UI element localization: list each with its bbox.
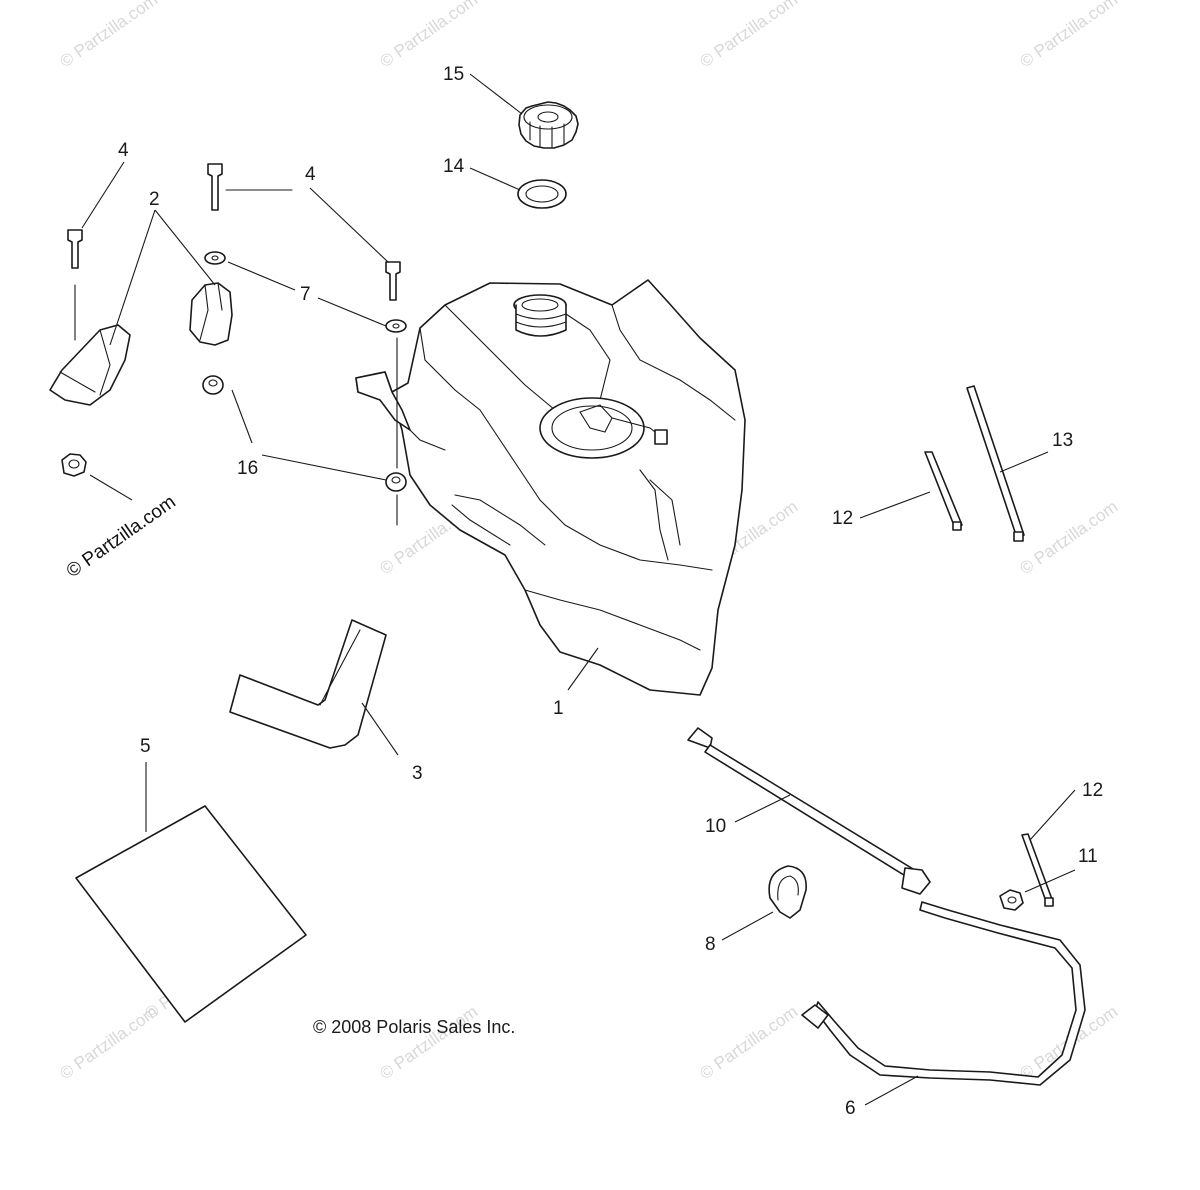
nut-part-11 [999,889,1024,911]
grommet-part-16-right [385,472,407,492]
sheet-part-5 [75,805,307,1023]
bolt-part-4-middle [207,163,293,211]
callout-6: 6 [845,1098,856,1119]
callout-3: 3 [412,763,423,784]
callout-1: 1 [553,698,564,719]
pad-part-3 [229,619,387,749]
callout-8: 8 [705,934,716,955]
nut-part [61,453,87,477]
watermark: © Partzilla.com [1016,497,1121,578]
watermark: © Partzilla.com [376,1002,481,1083]
callout-2: 2 [149,189,160,210]
callout-4-left: 4 [118,140,129,161]
callout-labels: 15 14 4 4 2 7 16 1 3 5 12 13 10 12 11 8 … [118,64,1103,1119]
clamp-part-8 [768,865,807,919]
callout-12-bottom: 12 [1082,780,1103,801]
callout-16: 16 [237,458,258,479]
cable-tie-part-13 [966,385,1025,542]
bolt-part-4-right [385,261,401,526]
callout-10: 10 [705,816,726,837]
fuel-cap-part-15 [518,101,579,149]
washer-part-7-left [204,251,226,265]
callout-5: 5 [140,736,151,757]
watermark: © Partzilla.com [376,0,481,71]
cable-tie-part-12-top [924,451,963,531]
callout-7: 7 [300,284,311,305]
bracket-part-2-right [189,282,233,346]
bracket-part-2-left [49,324,131,406]
watermark-dark: © Partzilla.com [63,491,180,582]
copyright-notice: © 2008 Polaris Sales Inc. [313,1017,515,1037]
callout-11: 11 [1078,846,1098,867]
fuel-tank-part-1 [355,279,746,696]
callout-4-right: 4 [305,164,316,185]
watermark: © Partzilla.com [696,0,801,71]
cable-tie-part-12-bottom [1021,833,1054,907]
seal-ring-part-14 [517,179,567,209]
bolt-part-4-left [67,229,83,341]
washer-part-7-right [385,319,407,333]
callout-14: 14 [443,156,465,177]
hose-part-10 [687,727,931,895]
callout-12-top: 12 [832,508,853,529]
watermark: © Partzilla.com [56,0,161,71]
callout-15: 15 [443,64,464,85]
leader-lines [81,73,1076,1106]
watermark: © Partzilla.com [696,1002,801,1083]
watermark: © Partzilla.com [1016,0,1121,71]
fuel-line-part-6 [801,901,1086,1086]
callout-13: 13 [1052,430,1073,451]
grommet-part-16-left [202,375,224,395]
